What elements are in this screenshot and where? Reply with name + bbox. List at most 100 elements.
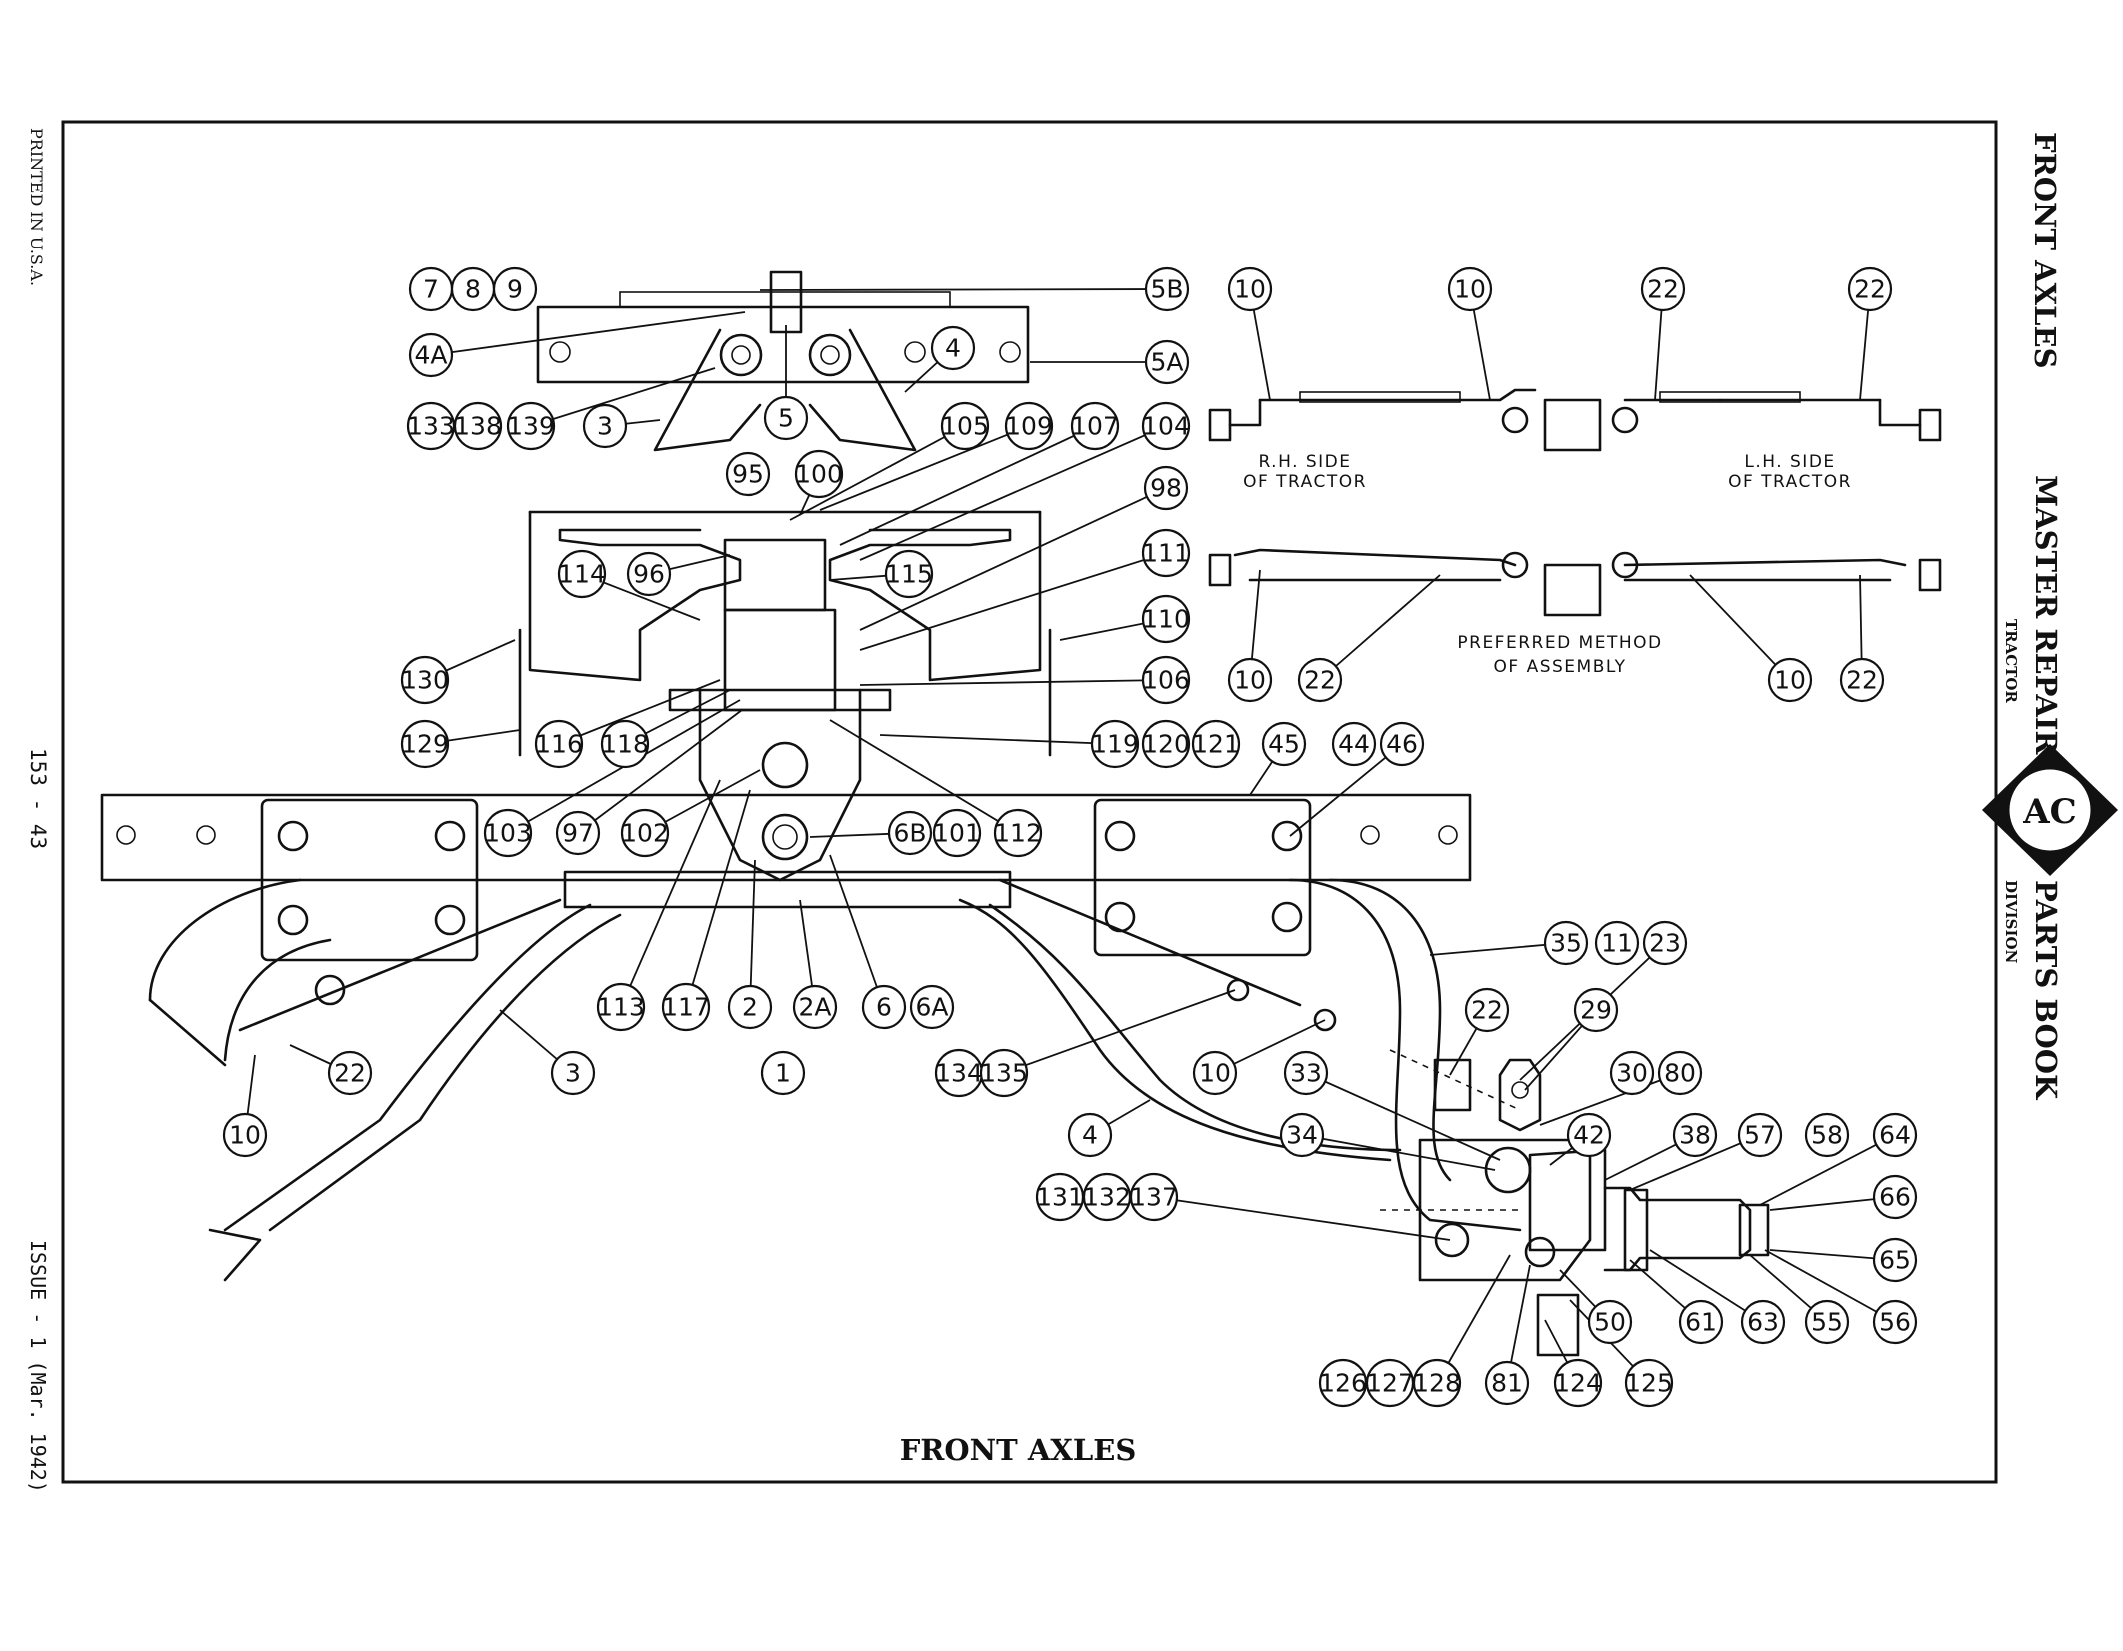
callout-117: 117 [661, 982, 711, 1032]
callout-circle [1227, 657, 1273, 703]
callout-22-repeat: 22 [327, 1050, 373, 1096]
callout-circle [1464, 987, 1510, 1033]
callout-45: 45 [1261, 721, 1307, 767]
callout-circle [760, 1050, 806, 1096]
callout-circle [1191, 719, 1241, 769]
callout-circle [1678, 1299, 1724, 1345]
callout-number: 118 [601, 730, 649, 759]
callout-number: 139 [507, 412, 555, 441]
printed-in-usa: PRINTED IN U.S.A. [27, 128, 46, 287]
callout-number: 56 [1879, 1308, 1911, 1337]
callout-110: 110 [1141, 594, 1191, 644]
callout-circle [1141, 719, 1191, 769]
lh-side-line2: OF TRACTOR [1728, 472, 1852, 492]
callout-number: 1 [775, 1059, 791, 1088]
callout-circle [1144, 266, 1190, 312]
callout-5b: 5B [1144, 266, 1190, 312]
callout-circle [620, 808, 670, 858]
callout-125: 125 [1624, 1358, 1674, 1408]
callout-56: 56 [1872, 1299, 1918, 1345]
callout-111: 111 [1141, 528, 1191, 578]
callout-number: 133 [407, 412, 455, 441]
callout-number: 4 [945, 334, 961, 363]
leader-line [829, 719, 1019, 834]
callout-44: 44 [1331, 721, 1377, 767]
callout-22: 22 [1464, 987, 1510, 1033]
leader-line [759, 288, 1168, 291]
callout-30: 30 [1609, 1050, 1655, 1096]
preferred-method-note: PREFERRED METHOD OF ASSEMBLY [1457, 633, 1661, 677]
callout-2: 2 [727, 984, 773, 1030]
callout-circle [884, 549, 934, 599]
callout-number: 137 [1130, 1183, 1178, 1212]
callout-circle [1090, 719, 1140, 769]
leader-line [1301, 1134, 1496, 1171]
callout-number: 22 [1471, 996, 1503, 1025]
rh-side-line1: R.H. SIDE [1258, 452, 1351, 472]
callout-number: 9 [507, 275, 523, 304]
callout-number: 5 [778, 404, 794, 433]
leader-line [879, 734, 1116, 745]
leader-line [859, 679, 1167, 686]
callout-number: 4A [414, 341, 447, 370]
callout-circle [408, 332, 454, 378]
callout-circle [940, 401, 990, 451]
callout-circle [725, 451, 771, 497]
callout-number: 44 [1338, 730, 1370, 759]
page-frame [61, 120, 1998, 1484]
callout-number: 10 [1234, 666, 1266, 695]
callout-circle [1227, 266, 1273, 312]
lh-side-line1: L.H. SIDE [1744, 452, 1835, 472]
callout-number: 3 [565, 1059, 581, 1088]
callout-circle [727, 984, 773, 1030]
callout-number: 105 [941, 412, 989, 441]
callout-number: 45 [1268, 730, 1300, 759]
callout-circle [1331, 721, 1377, 767]
callout-circle [1624, 1358, 1674, 1408]
leader-line [1003, 989, 1236, 1074]
callout-50: 50 [1587, 1299, 1633, 1345]
callout-57: 57 [1737, 1112, 1783, 1158]
callout-circle [557, 549, 607, 599]
leader-line [1689, 574, 1791, 681]
callout-number: 131 [1036, 1183, 1084, 1212]
callout-127: 127 [1365, 1358, 1415, 1408]
ac-logo: AC [1982, 744, 2118, 876]
callout-number: 95 [732, 460, 764, 489]
callout-129: 129 [400, 719, 450, 769]
callout-4: 4 [930, 325, 976, 371]
callout-65: 65 [1872, 1237, 1918, 1283]
callout-number: 2 [742, 993, 758, 1022]
callout-circle [1587, 1299, 1633, 1345]
issue-date: ISSUE - 1 (Mar. 1942) [26, 1240, 50, 1493]
callout-number: 106 [1142, 666, 1190, 695]
callout-circle [1740, 1299, 1786, 1345]
logo-text: AC [2022, 792, 2076, 832]
callout-number: 63 [1747, 1308, 1779, 1337]
callout-23: 23 [1642, 920, 1688, 966]
callout-137: 137 [1129, 1172, 1179, 1222]
callout-22-repeat: 22 [1839, 657, 1885, 703]
callout-circle [979, 1048, 1029, 1098]
callout-number: 57 [1744, 1121, 1776, 1150]
callout-61: 61 [1678, 1299, 1724, 1345]
leader-line [859, 425, 1167, 561]
callout-number: 29 [1580, 996, 1612, 1025]
callout-5: 5 [763, 395, 809, 441]
callout-number: 22 [1304, 666, 1336, 695]
callout-number: 22 [334, 1059, 366, 1088]
callout-number: 124 [1554, 1369, 1602, 1398]
callout-number: 111 [1142, 539, 1190, 568]
callout-circle [1609, 1050, 1655, 1096]
callout-126: 126 [1318, 1358, 1368, 1408]
callout-number: 55 [1811, 1308, 1843, 1337]
callout-number: 23 [1649, 929, 1681, 958]
leader-line [839, 425, 1096, 546]
callout-number: 129 [401, 730, 449, 759]
callout-circle [1379, 721, 1425, 767]
leader-line [1153, 1196, 1451, 1241]
callout-63: 63 [1740, 1299, 1786, 1345]
callout-10-repeat: 10 [1767, 657, 1813, 703]
callout-number: 102 [621, 819, 669, 848]
